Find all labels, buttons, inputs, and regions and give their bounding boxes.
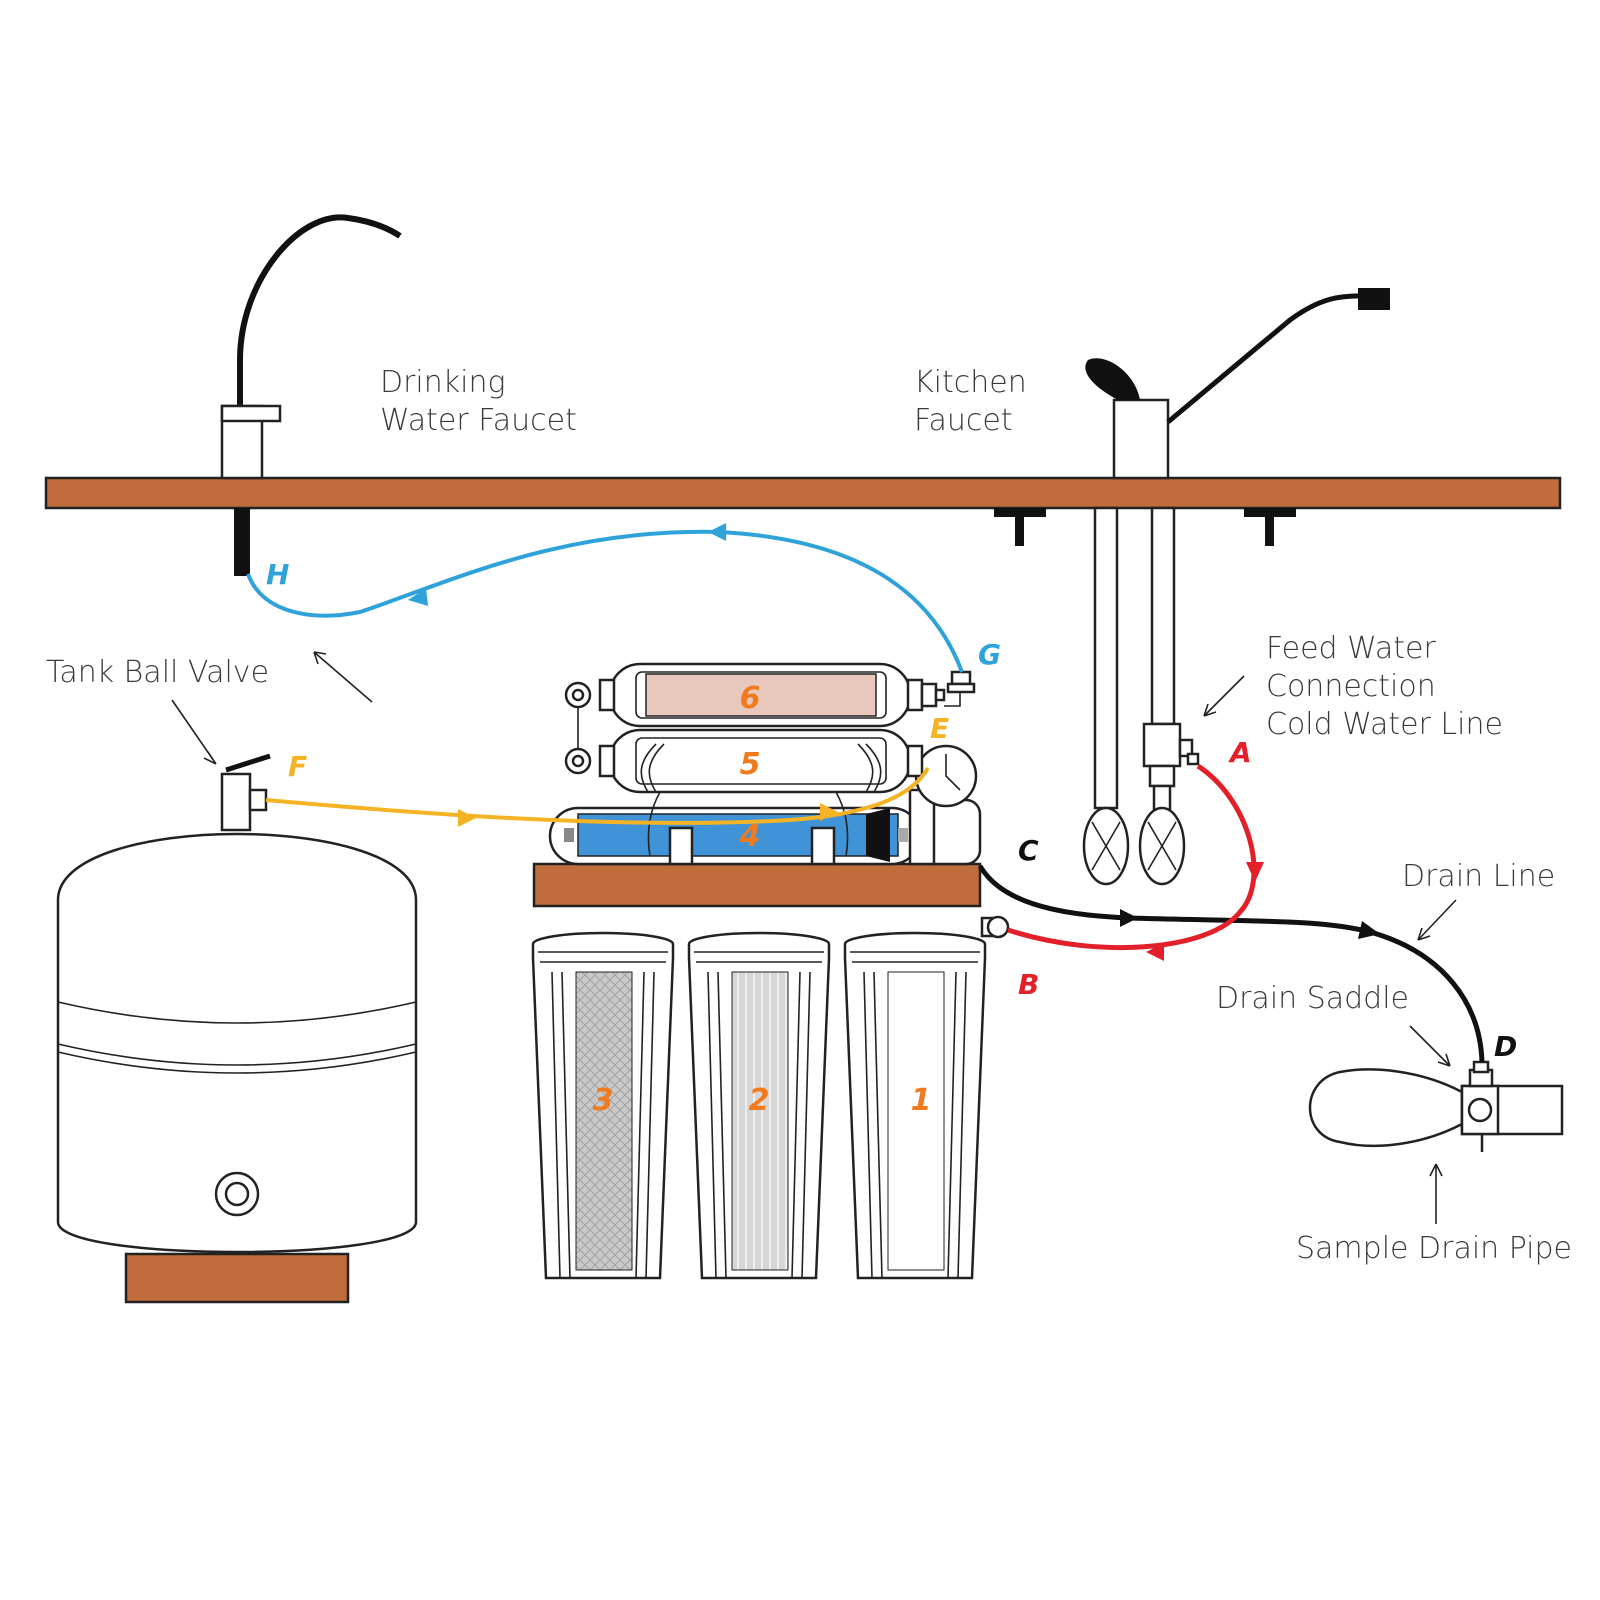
leader-arrow — [1203, 675, 1245, 717]
kitchen-faucet-label: Kitchen — [914, 365, 1027, 400]
drinking-faucet-label: Drinking — [380, 365, 506, 400]
point-F: F — [288, 750, 307, 783]
feed-water-connection — [1082, 722, 1200, 886]
leader-arrow — [1409, 1025, 1451, 1067]
leader-arrow — [1417, 899, 1457, 941]
postfilter-6 — [564, 662, 976, 749]
point-H: H — [266, 558, 289, 591]
feed-water-label: Feed Water — [1266, 631, 1436, 666]
flow-arrow — [458, 809, 476, 827]
feed-water-label: Cold Water Line — [1266, 707, 1503, 742]
stage-number-4: 4 — [739, 819, 761, 854]
flow-arrow — [708, 523, 726, 541]
drinking-water-faucet — [220, 214, 402, 576]
feed-line-tube — [1007, 763, 1257, 951]
stage-number-6: 6 — [740, 681, 761, 716]
stage-number-1: 1 — [911, 1083, 932, 1118]
flow-arrow — [408, 588, 428, 606]
point-G: G — [978, 638, 1001, 671]
drain-saddle-label: Drain Saddle — [1216, 981, 1409, 1016]
postfilter-5 — [564, 728, 924, 857]
kitchen-faucet — [994, 288, 1390, 810]
kitchen-faucet-label: Faucet — [914, 403, 1013, 438]
product-line-tube — [246, 529, 964, 673]
leader-arrow — [1429, 1163, 1443, 1224]
housing-1 — [843, 931, 987, 1280]
flow-arrow — [1246, 862, 1264, 882]
flow-arrow — [1120, 909, 1138, 927]
stage-number-5: 5 — [740, 747, 761, 782]
leader-arrow — [313, 651, 373, 703]
point-C: C — [1018, 834, 1039, 867]
housing-3 — [531, 931, 675, 1280]
leader-arrow — [171, 699, 217, 765]
tank-ball-valve-label: Tank Ball Valve — [46, 655, 269, 690]
point-E: E — [930, 712, 949, 745]
storage-tank — [56, 753, 418, 1304]
countertop — [44, 476, 1562, 510]
drain-line-label: Drain Line — [1402, 859, 1555, 894]
point-A: A — [1228, 736, 1252, 769]
housing-2 — [687, 931, 831, 1280]
point-B: B — [1018, 968, 1039, 1001]
mounting-shelf — [532, 862, 982, 908]
drain-saddle — [1308, 1060, 1564, 1152]
flow-arrow — [1146, 943, 1164, 961]
drain-line-tube — [977, 864, 1485, 1063]
flow-arrow — [1358, 921, 1380, 939]
point-D: D — [1494, 1030, 1517, 1063]
sample-drain-pipe-label: Sample Drain Pipe — [1296, 1231, 1572, 1266]
flow-arrow — [820, 803, 838, 821]
feed-water-label: Connection — [1266, 669, 1436, 704]
stage-number-3: 3 — [593, 1083, 614, 1118]
drinking-faucet-label: Water Faucet — [380, 403, 577, 438]
permeate-line-tube — [265, 766, 930, 825]
stage-number-2: 2 — [749, 1083, 770, 1118]
